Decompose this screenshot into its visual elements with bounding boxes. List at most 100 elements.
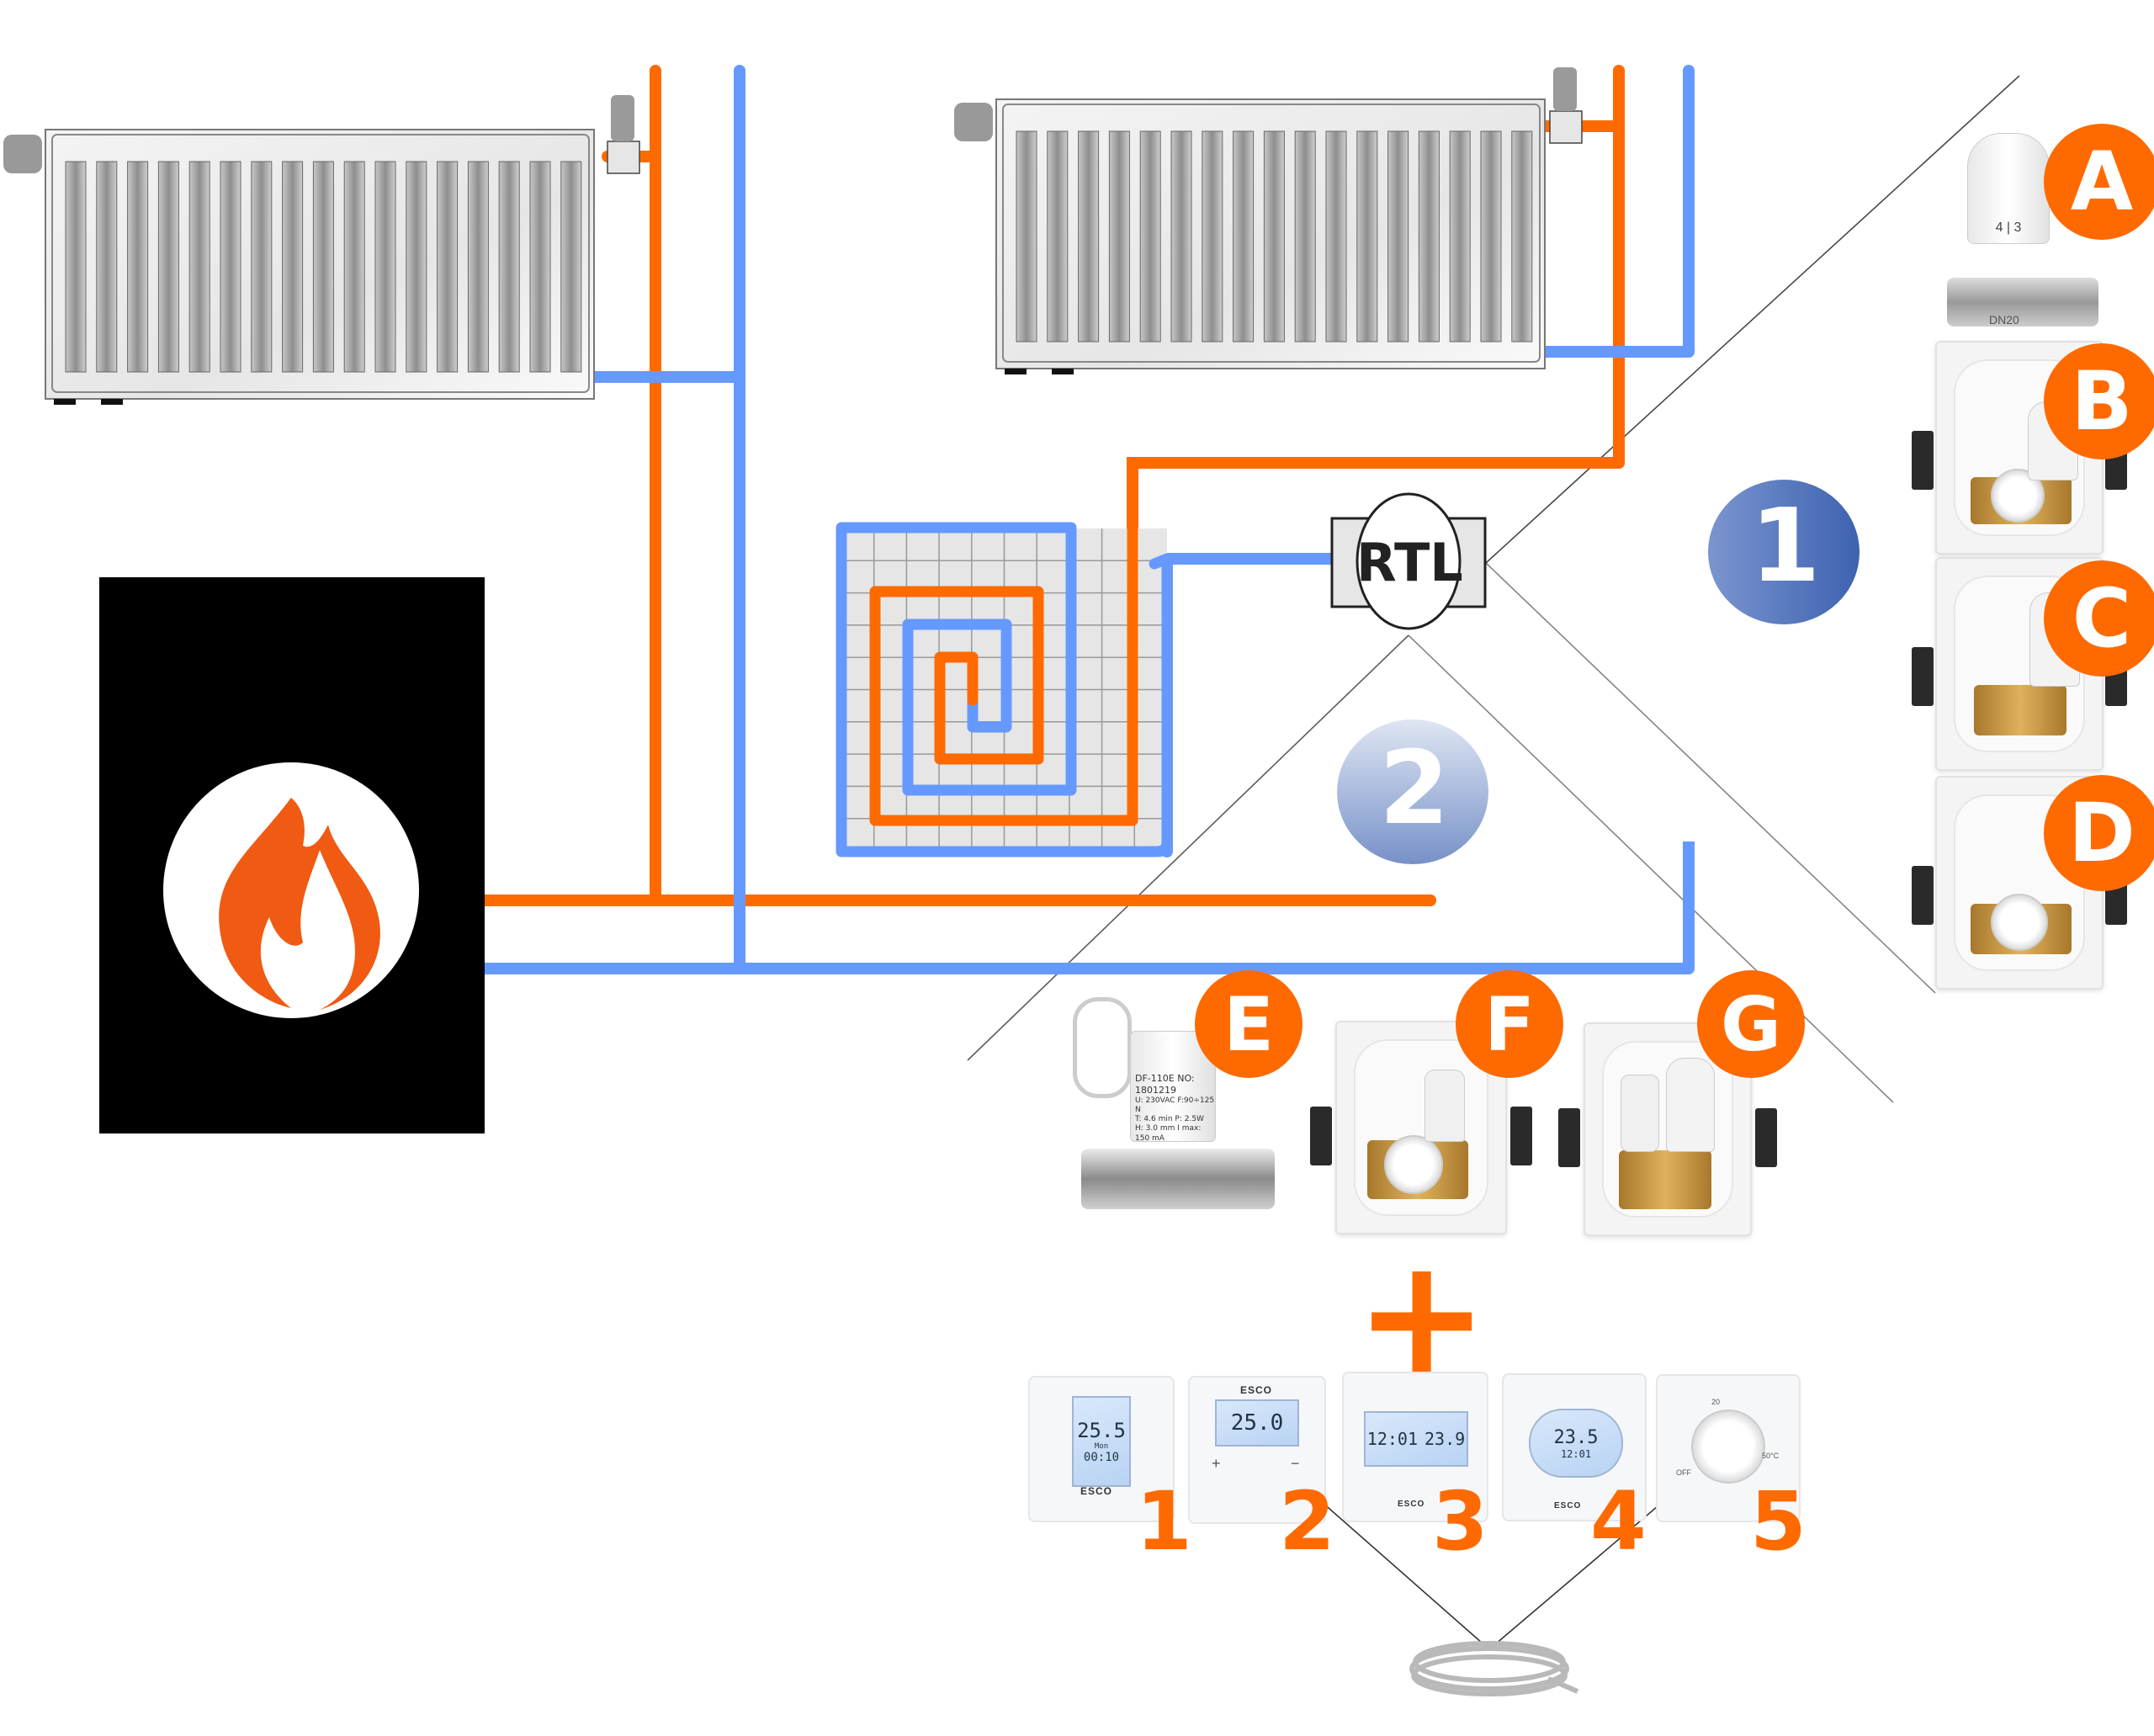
radiator-fin [406,161,427,373]
badge-a: A [2044,124,2154,240]
brand-logo: ESCO [1398,1500,1425,1509]
product-a-valve[interactable]: 4 | 3 DN20 [1935,126,2104,328]
radiator-fin [1263,130,1285,342]
thermostat-number: 4 [1590,1474,1647,1569]
thermostatic-head-icon [1967,133,2050,244]
radiator-vent-icon [3,135,42,173]
radiator-fin [1387,130,1409,342]
thermostat-display: 25.5 Mon 00:10 [1072,1396,1131,1487]
radiator-right [954,67,1583,374]
radiator-fin [437,161,459,373]
product-g-box[interactable] [1558,1022,1777,1236]
temperature-dial[interactable] [1691,1410,1765,1484]
radiator-fin [1511,130,1533,342]
radiator-fin [1108,130,1130,342]
radiator-fin [529,161,551,373]
radiator-fin [1047,130,1069,342]
radiator-fin [312,161,334,373]
radiator-fin [1294,130,1316,342]
thermostat-number: 3 [1432,1474,1488,1569]
radiator-fin [1325,130,1347,342]
valve-marking: DN20 [1989,313,2019,326]
brand-logo: ESCO [1554,1501,1582,1510]
thermostatic-head-icon [1666,1058,1715,1152]
radiator-fin [188,161,210,373]
thermostat-display: 25.0 [1215,1399,1299,1447]
radiator-fin [1016,130,1037,342]
radiator-fin [251,161,273,373]
radiator-fin [1078,130,1100,342]
dial-mark: 50°C [1762,1452,1780,1460]
radiator-fin [127,161,149,373]
radiator-fin [1480,130,1502,342]
thermostat-2[interactable]: ESCO 25.0 + − [1188,1376,1326,1524]
badge-e: E [1195,970,1302,1078]
actuator-head-icon [1621,1075,1659,1152]
radiator-fin [1202,130,1223,342]
rtl-controller[interactable] [1330,492,1487,630]
radiator-fin [467,161,489,373]
radiator-fin [1233,130,1255,342]
radiator-fin [560,161,582,373]
limiter-knob-icon [1991,469,2045,523]
dial-mark: OFF [1676,1468,1691,1477]
radiator-fin [220,161,241,373]
thermostat-number: 2 [1279,1474,1335,1569]
dial-mark: 3 [2013,220,2022,235]
actuator-head-icon [1425,1070,1465,1142]
thermostat-3[interactable]: 12:01 23.9 ESCO [1342,1372,1488,1522]
zone-1-number: 1 [1750,488,1821,605]
thermostat-1[interactable]: 25.5 Mon 00:10 ESCO [1028,1376,1175,1522]
rtl-label: RTL [1356,532,1463,593]
radiator-vent-icon [954,103,993,141]
floor-sensor-cable [1409,1641,1579,1696]
thermostat-5[interactable]: OFF 20 50°C [1656,1374,1801,1522]
leader-lines-zone1 [1485,75,2020,994]
limiter-knob-icon [1991,894,2048,951]
minus-button[interactable]: − [1291,1455,1300,1472]
actuator-cable-icon [1073,997,1132,1098]
radiator-fin [1449,130,1471,342]
badge-f: F [1456,970,1563,1078]
zone-1-badge [1708,480,1860,624]
dial-mark: 20 [1711,1398,1721,1406]
thermostat-display: 23.5 12:01 [1529,1409,1623,1478]
thermostat-number: 1 [1136,1474,1192,1569]
actuator-spec-line: H: 3.0 mm I max: 150 mA [1135,1124,1202,1143]
plus-button[interactable]: + [1212,1455,1221,1472]
zone-2-number: 2 [1379,730,1450,847]
leader-lines-zone2 [967,634,1894,1103]
thermostat-4[interactable]: 23.5 12:01 ESCO [1502,1373,1647,1521]
underfloor-heating-loop [836,457,1173,857]
plus-icon: + [1355,1224,1489,1410]
radiator-fin [374,161,396,373]
radiator-fin [65,161,87,373]
dial-mark: 4 [1995,220,2003,235]
product-f-box[interactable] [1310,1021,1532,1234]
actuator-spec-line: U: 230VAC F:90÷125 N [1135,1096,1215,1114]
radiator-fin [1356,130,1378,342]
badge-c: C [2044,560,2154,677]
valve-body-icon [1081,1149,1275,1209]
radiator-fin [1170,130,1192,342]
thermostat-display: 12:01 23.9 [1364,1411,1468,1467]
actuator-spec-line: T: 4.6 min P: 2.5W [1135,1115,1204,1123]
brand-logo: ESCO [1080,1485,1113,1497]
radiator-fin [157,161,179,373]
thermostat-number: 5 [1750,1474,1806,1569]
actuator-spec-line: DF-110E NO: 1801219 [1135,1073,1195,1096]
radiator-fin [1139,130,1161,342]
boiler [99,577,485,1133]
zone-2-badge [1337,719,1488,864]
radiator-fin [282,161,304,373]
badge-b: B [2044,343,2154,459]
radiator-fin [1418,130,1440,342]
product-e-actuator[interactable]: DF-110E NO: 1801219 U: 230VAC F:90÷125 N… [1064,980,1283,1216]
badge-d: D [2044,775,2154,891]
valve-body-icon [1947,278,2098,326]
limiter-knob-icon [1384,1135,1443,1194]
radiator-fin [343,161,365,373]
badge-g: G [1697,970,1805,1078]
radiator-left [3,95,640,405]
